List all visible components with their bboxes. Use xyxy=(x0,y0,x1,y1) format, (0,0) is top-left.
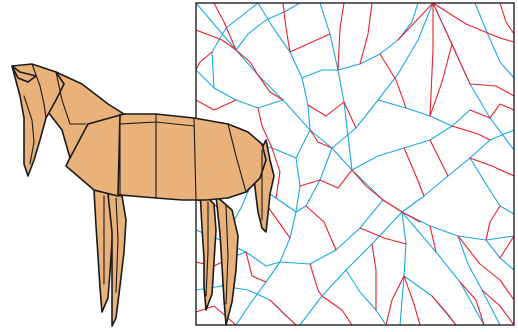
origami-figure xyxy=(0,0,518,332)
